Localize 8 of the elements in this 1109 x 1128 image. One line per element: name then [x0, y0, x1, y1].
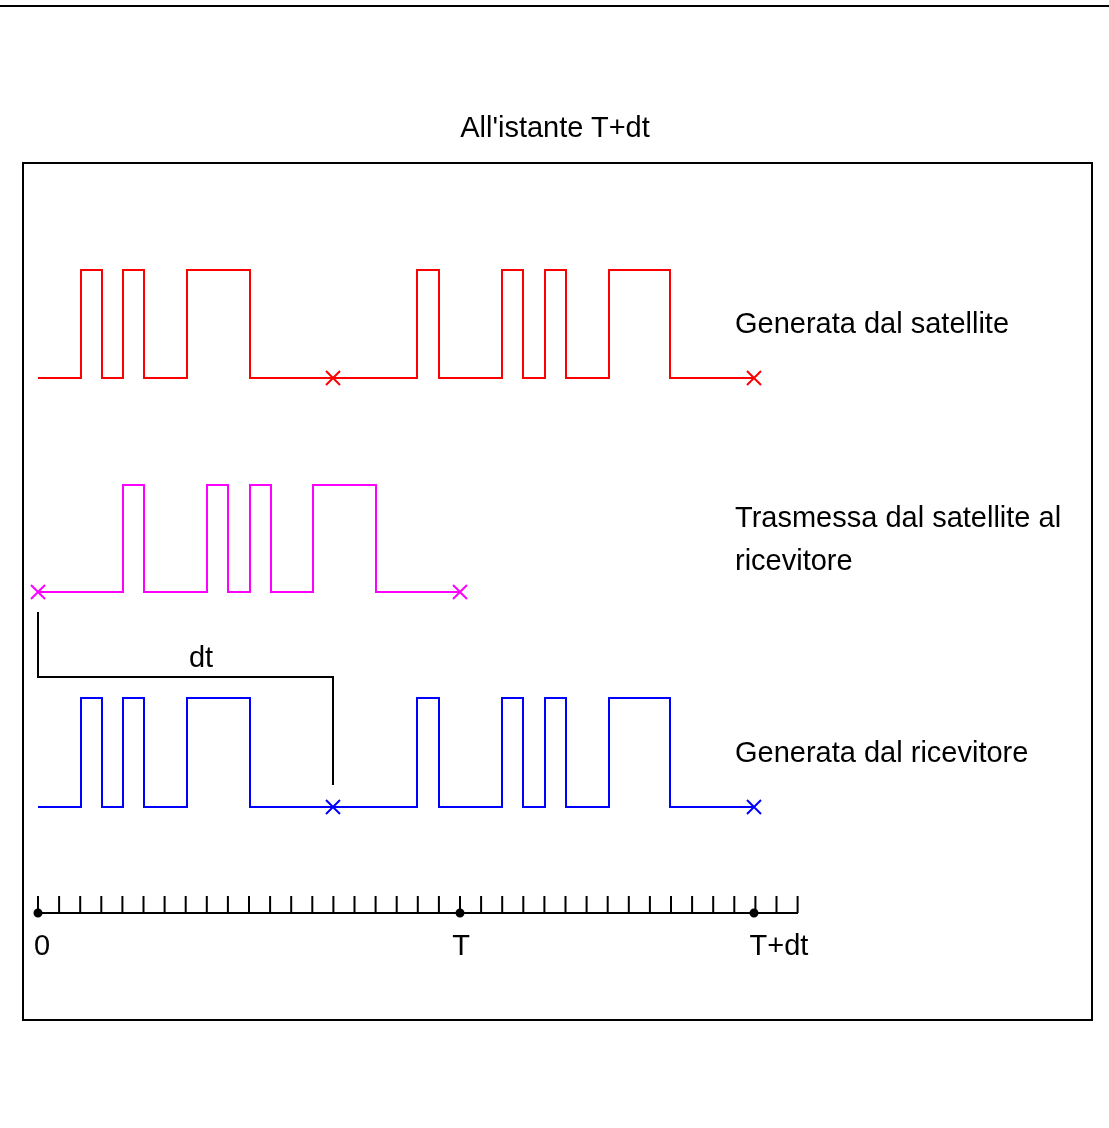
diagram-title: All'istante T+dt	[460, 110, 650, 145]
text-label: Generata dal ricevitore	[735, 735, 1029, 770]
text-label: Trasmessa dal satellite al ricevitore	[735, 500, 1063, 578]
text-label: 0	[33, 928, 51, 963]
text-label: T	[452, 928, 470, 963]
text-label: Generata dal satellite	[735, 306, 1010, 341]
text-label: T+dt	[749, 928, 809, 963]
text-label: dt	[188, 640, 214, 675]
